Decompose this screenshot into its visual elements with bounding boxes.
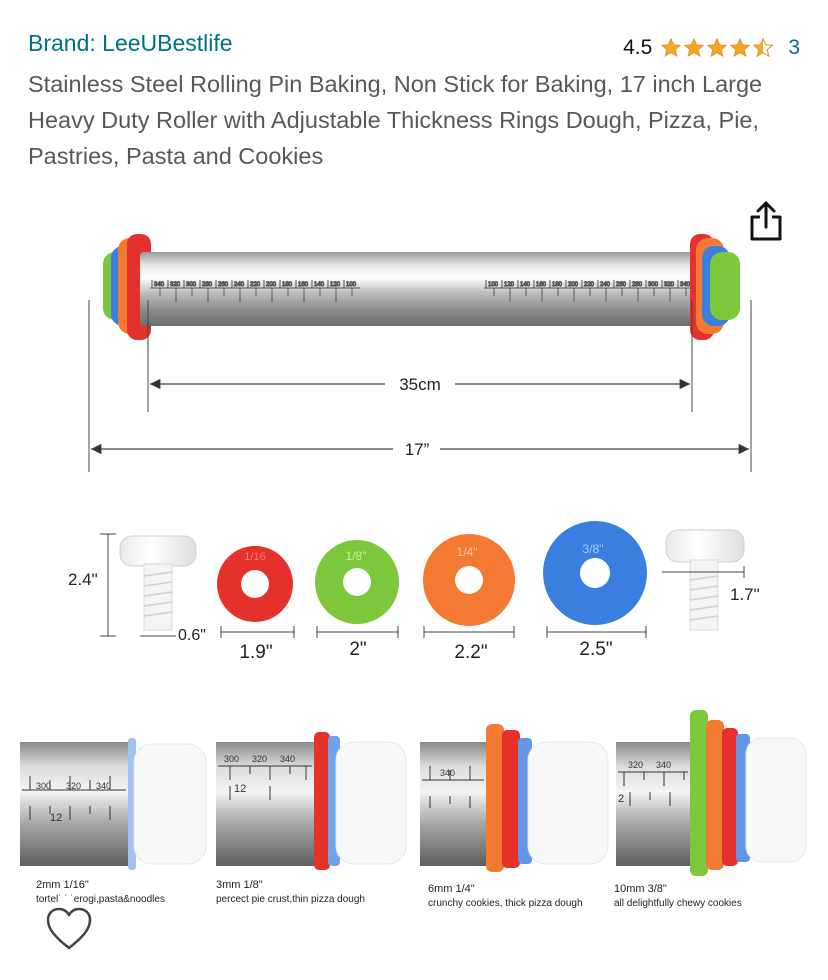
ruler-number: 320 xyxy=(170,282,181,288)
ruler-number: 280 xyxy=(202,282,213,288)
svg-text:340: 340 xyxy=(280,754,295,764)
brand-link[interactable]: Brand: LeeUBestlife xyxy=(28,30,233,56)
svg-text:12: 12 xyxy=(50,812,62,824)
svg-text:340: 340 xyxy=(656,760,671,770)
height-label: 2.4" xyxy=(68,570,98,589)
svg-text:300: 300 xyxy=(224,754,239,764)
star-icon xyxy=(707,37,728,58)
svg-text:12: 12 xyxy=(234,783,246,795)
detail-panel-4: 320 340 2 10mm 3/8" all delightfully chew… xyxy=(614,710,807,909)
ruler-number: 340 xyxy=(680,282,691,288)
svg-text:320: 320 xyxy=(628,760,643,770)
ruler-number: 340 xyxy=(154,282,165,288)
ruler-number: 160 xyxy=(298,282,309,288)
svg-text:300: 300 xyxy=(36,781,51,791)
ruler-number: 260 xyxy=(616,282,627,288)
ring-red-engraving: 1/16 xyxy=(244,551,265,563)
product-title: Stainless Steel Rolling Pin Baking, Non … xyxy=(28,71,763,169)
ruler-number: 200 xyxy=(266,282,277,288)
detail-3-desc: crunchy cookies, thick pizza dough xyxy=(428,898,583,909)
star-icon xyxy=(730,37,751,58)
svg-text:320: 320 xyxy=(252,754,267,764)
detail-2-size: 3mm 1/8" xyxy=(216,879,263,891)
ruler-left: 340 320 300 280 260 240 220 200 180 160 140 120 100 xyxy=(151,280,357,302)
half-star-icon xyxy=(752,37,774,58)
ring-green-size: 2" xyxy=(349,639,366,660)
ruler-number: 220 xyxy=(250,282,261,288)
detail-4-desc: all delightfully chewy cookies xyxy=(614,898,742,909)
ruler-number: 120 xyxy=(330,282,341,288)
svg-text:320: 320 xyxy=(66,781,81,791)
ruler-number: 300 xyxy=(186,282,197,288)
ring-blue-size: 2.5" xyxy=(579,639,612,660)
star-icon xyxy=(661,37,682,58)
ruler-number: 100 xyxy=(346,282,357,288)
svg-text:340: 340 xyxy=(96,781,111,791)
ruler-number: 220 xyxy=(584,282,595,288)
outer-length-label: 17” xyxy=(405,440,430,459)
star-rating xyxy=(660,37,774,59)
ring-red-size: 1.9" xyxy=(239,642,272,663)
cap-label: 1.7" xyxy=(730,585,760,604)
detail-panel-1: 300 320 340 12 2mm 1/16" tortel˙ ˙ ˙erogi,… xyxy=(20,738,207,905)
ruler-number: 300 xyxy=(648,282,659,288)
ruler-number: 100 xyxy=(488,282,499,288)
ring-orange-engraving: 1/4" xyxy=(457,545,478,559)
ruler-number: 140 xyxy=(520,282,531,288)
ruler-number: 240 xyxy=(234,282,245,288)
detail-3-size: 6mm 1/4" xyxy=(428,883,475,895)
ring-green-engraving: 1/8" xyxy=(346,549,367,563)
detail-2-desc: percect pie crust,thin pizza dough xyxy=(216,894,365,905)
ruler-number: 180 xyxy=(552,282,563,288)
detail-1-size: 2mm 1/16" xyxy=(36,879,89,891)
rating-score: 4.5 xyxy=(623,36,653,59)
ruler-number: 160 xyxy=(536,282,547,288)
detail-4-size: 10mm 3/8" xyxy=(614,883,667,895)
rating-summary[interactable]: 4.5 3 xyxy=(623,36,800,60)
dimension-outer: 17” xyxy=(88,300,752,472)
ruler-number: 180 xyxy=(282,282,293,288)
ruler-number: 280 xyxy=(632,282,643,288)
svg-text:2: 2 xyxy=(618,793,624,805)
ring-blue-engraving: 3/8" xyxy=(583,542,604,556)
svg-text:340: 340 xyxy=(440,768,455,778)
parts-row: 2.4" 0.6" 1/16 1.9" 1/8" 2" 1/4" 2.2" 3/… xyxy=(68,521,760,663)
detail-1-desc: tortel˙ ˙ ˙erogi,pasta&noodles xyxy=(36,894,165,905)
star-icon xyxy=(684,37,705,58)
share-icon[interactable] xyxy=(748,200,784,242)
heart-icon[interactable] xyxy=(45,906,93,952)
ruler-number: 200 xyxy=(568,282,579,288)
review-count-link[interactable]: 3 xyxy=(788,36,800,59)
ruler-number: 120 xyxy=(504,282,515,288)
ring-orange-size: 2.2" xyxy=(454,642,487,663)
ruler-number: 240 xyxy=(600,282,611,288)
ruler-number: 140 xyxy=(314,282,325,288)
bolt-label: 0.6" xyxy=(178,627,206,644)
inner-length-label: 35cm xyxy=(399,375,441,394)
ruler-number: 260 xyxy=(218,282,229,288)
dimension-inner: 35cm xyxy=(147,300,693,412)
ruler-right: 100 120 140 160 180 200 220 240 260 280 300 320 340 xyxy=(485,280,691,302)
ruler-number: 320 xyxy=(664,282,675,288)
detail-panel-2: 300 320 340 12 3mm 1/8" percect pie crust,… xyxy=(216,732,407,905)
detail-panel-3: 340 6mm 1/4" crunchy cookies, thick pizz… xyxy=(420,724,609,909)
